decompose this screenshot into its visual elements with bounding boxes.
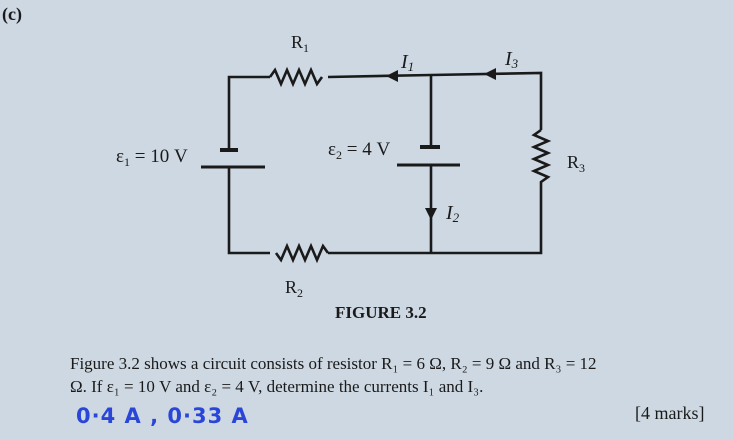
current-i2-arrow-icon [425,208,437,220]
r3-label: R3 [567,152,585,175]
i1-label: I1 [400,51,414,74]
current-i3-arrow-icon [484,68,496,80]
wire-top [327,71,543,130]
wire-top-left [227,75,270,150]
question-line-1: Figure 3.2 shows a circuit consists of r… [70,354,597,373]
handwritten-answer: 0·4 A , 0·33 A [76,404,249,428]
e2-label: ε2 = 4 V [328,139,390,162]
current-i1-arrow-icon [386,70,398,82]
resistor-r1 [268,66,324,88]
figure-caption: FIGURE 3.2 [335,303,427,322]
wire-right-bottom [328,190,543,255]
question-line-2: Ω. If ε₁ = 10 V and ε₂ = 4 V, determine … [70,377,484,396]
resistor-r2 [274,242,330,264]
r2-label: R2 [285,277,303,300]
e1-label: ε1 = 10 V [116,146,188,169]
marks-label: [4 marks] [635,403,705,423]
resistor-r3 [530,128,552,190]
i3-label: I3 [504,48,519,71]
i2-label: I2 [445,202,460,225]
part-label: (c) [2,4,22,24]
r1-label: R1 [291,32,309,55]
wire-bottom-left [227,167,270,255]
